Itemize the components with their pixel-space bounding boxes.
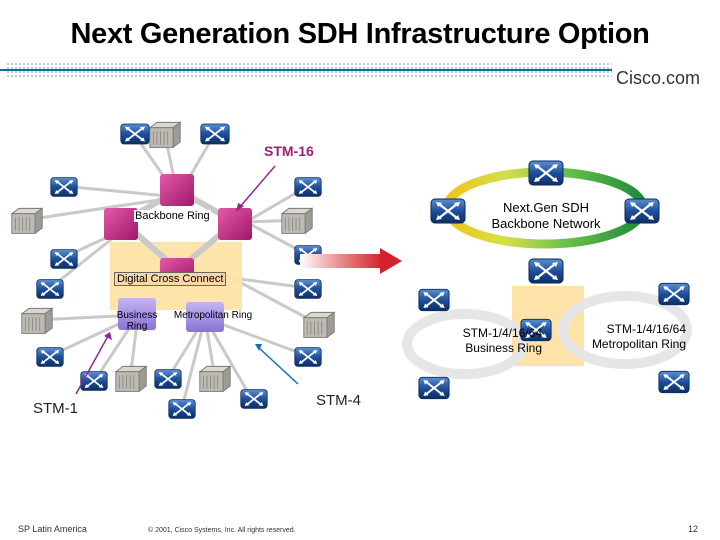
title-rule — [0, 62, 720, 78]
backbone-node-right — [218, 208, 252, 240]
stm16-label: STM-16 — [264, 143, 314, 159]
page-title: Next Generation SDH Infrastructure Optio… — [70, 18, 650, 50]
stm4-label: STM-4 — [316, 392, 361, 409]
router-icon — [200, 123, 230, 145]
switch-box-icon — [281, 207, 313, 234]
backbone-node-left — [104, 208, 138, 240]
router-icon — [154, 368, 182, 390]
switch-box-icon — [21, 307, 53, 334]
switch-box-icon — [199, 365, 231, 392]
router-icon — [418, 376, 450, 400]
business-ring-right-label: STM-1/4/16/64 Business Ring — [462, 326, 542, 355]
router-icon — [294, 346, 322, 368]
metro-ring-node — [186, 302, 224, 332]
business-ring-label: Business Ring — [116, 310, 158, 332]
router-icon — [120, 123, 150, 145]
router-icon — [418, 288, 450, 312]
switch-box-icon — [115, 365, 147, 392]
router-icon — [36, 278, 64, 300]
router-icon — [430, 198, 466, 224]
stm1-label: STM-1 — [33, 400, 78, 417]
router-icon — [168, 398, 196, 420]
pointer-arrows — [75, 165, 299, 395]
business-ring-node — [118, 298, 156, 330]
backbone-node-top — [160, 174, 194, 206]
router-icon — [658, 282, 690, 306]
router-icon — [294, 176, 322, 198]
router-icon — [50, 176, 78, 198]
digital-cross-connect-label: Digital Cross Connect — [114, 272, 227, 286]
business-ring — [402, 309, 528, 379]
backbone-ring-label: Backbone Ring — [134, 210, 211, 222]
transition-arrow-shaft — [300, 254, 382, 268]
footer-left: SP Latin America — [18, 524, 87, 534]
router-icon — [528, 160, 564, 186]
router-icon — [50, 248, 78, 270]
router-icon — [240, 388, 268, 410]
router-icon — [294, 278, 322, 300]
router-icon — [36, 346, 64, 368]
switch-box-icon — [303, 311, 335, 338]
switch-box-icon — [11, 207, 43, 234]
page-number: 12 — [688, 524, 699, 534]
metropolitan-ring-label: Metropolitan Ring — [173, 310, 253, 321]
footer-copyright: © 2001, Cisco Systems, Inc. All rights r… — [148, 527, 296, 534]
metro-ring — [558, 291, 692, 369]
nextgen-backbone-label: Next.Gen SDH Backbone Network — [491, 200, 601, 231]
router-icon — [80, 370, 108, 392]
router-icon — [528, 258, 564, 284]
router-icon — [624, 198, 660, 224]
transition-arrow-head — [380, 248, 402, 274]
cisco-brand: Cisco.com — [616, 68, 701, 88]
metro-ring-right-label: STM-1/4/16/64 Metropolitan Ring — [591, 322, 686, 351]
router-icon — [658, 370, 690, 394]
switch-box-icon — [149, 121, 181, 148]
